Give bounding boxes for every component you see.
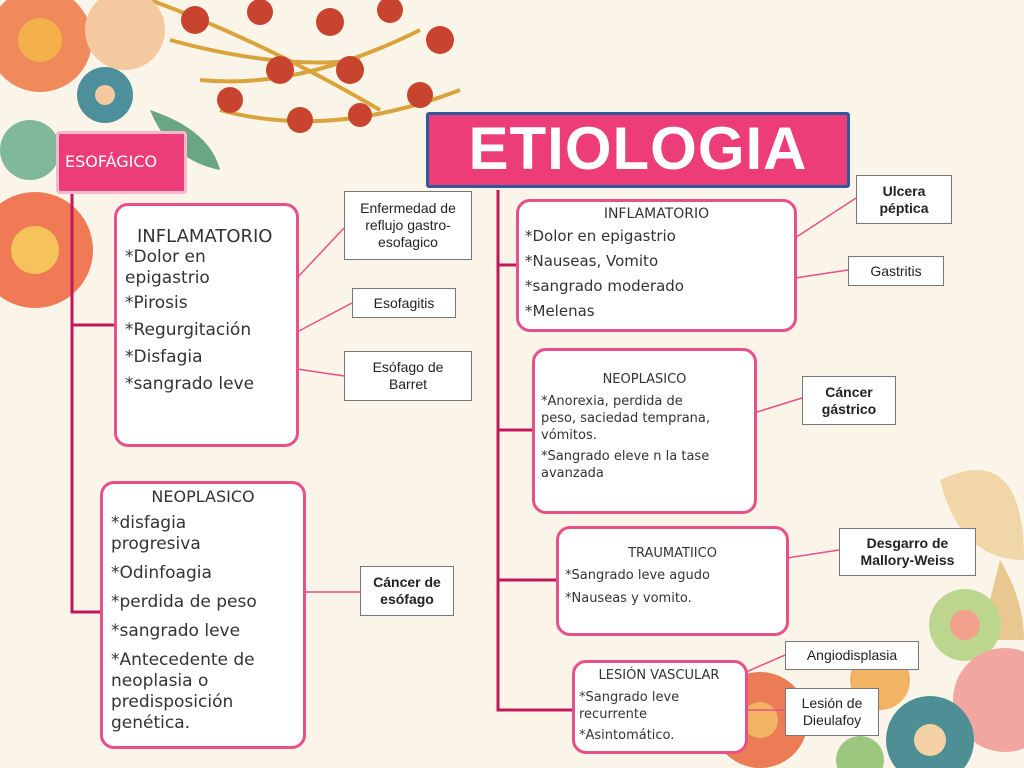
label-line: péptica xyxy=(879,199,929,216)
category-esofagico-label: ESOFÁGICO xyxy=(65,152,158,171)
card-item: *Disfagia xyxy=(125,347,203,367)
label-line: Ulcera xyxy=(882,182,926,199)
page-title: ETIOLOGIA xyxy=(468,115,808,182)
label-cancer-gastrico: Cáncer gástrico xyxy=(802,376,896,425)
label-line: Lesión de xyxy=(801,695,863,711)
card-item: *Dolor en xyxy=(125,247,206,267)
right-neoplasico-card: NEOPLASICO *Anorexia, perdida de peso, s… xyxy=(532,348,757,514)
label-line: esófago xyxy=(380,591,434,607)
card-item: *perdida de peso xyxy=(111,592,257,612)
card-item: *Dolor en epigastrio xyxy=(525,227,676,245)
right-vascular-card: LESIÓN VASCULAR *Sangrado leve recurrent… xyxy=(572,660,748,754)
right-inflamatorio-card: INFLAMATORIO *Dolor en epigastrio *Nause… xyxy=(516,199,797,332)
label-cancer-esofago: Cáncer de esófago xyxy=(360,566,454,616)
card-item: avanzada xyxy=(541,466,604,481)
label-line: Angiodisplasia xyxy=(806,647,898,663)
label-angiodisplasia: Angiodisplasia xyxy=(785,641,919,670)
card-item: *Sangrado leve xyxy=(579,690,680,705)
left-inflamatorio-card: INFLAMATORIO *Dolor en epigastrio *Piros… xyxy=(114,203,299,447)
card-item: vómitos. xyxy=(541,428,597,443)
card-heading: LESIÓN VASCULAR xyxy=(598,668,720,683)
label-line: Barret xyxy=(388,376,428,392)
label-line: Cáncer de xyxy=(373,574,441,590)
label-gastritis: Gastritis xyxy=(848,256,944,286)
card-heading: NEOPLASICO xyxy=(151,487,255,506)
label-line: gástrico xyxy=(821,400,877,417)
card-item: *sangrado leve xyxy=(111,621,241,641)
card-heading: INFLAMATORIO xyxy=(603,206,710,222)
card-heading: NEOPLASICO xyxy=(602,372,687,387)
label-line: Esófago de xyxy=(372,359,444,375)
card-item: *Melenas xyxy=(525,302,595,320)
label-line: esofagico xyxy=(378,234,438,250)
card-item: *Nauseas, Vomito xyxy=(525,252,659,270)
card-item: peso, saciedad temprana, xyxy=(541,411,710,426)
label-mallory-weiss: Desgarro de Mallory-Weiss xyxy=(839,528,976,576)
left-neoplasico-card: NEOPLASICO *disfagia progresiva *Odinfoa… xyxy=(100,481,306,749)
label-ulcera: Ulcera péptica xyxy=(856,175,952,224)
right-traumatico-card: TRAUMATIICO *Sangrado leve agudo *Nausea… xyxy=(556,526,789,636)
label-erge: Enfermedad de reflujo gastro- esofagico xyxy=(344,191,472,260)
category-esofagico: ESOFÁGICO xyxy=(56,131,187,194)
card-item: *Sangrado eleve n la tase xyxy=(541,449,710,464)
label-line: Enfermedad de xyxy=(360,200,456,216)
card-item: neoplasia o xyxy=(111,671,209,691)
card-item: *Asintomático. xyxy=(579,728,675,743)
card-heading: TRAUMATIICO xyxy=(628,546,717,561)
card-item: *Anorexia, perdida de xyxy=(541,394,683,409)
card-item: *sangrado moderado xyxy=(525,277,684,295)
card-item: *Pirosis xyxy=(125,293,188,313)
label-line: Mallory-Weiss xyxy=(860,552,955,568)
card-item: *Sangrado leve agudo xyxy=(565,568,710,583)
title-box: ETIOLOGIA xyxy=(426,112,850,188)
card-item: *disfagia xyxy=(111,513,187,533)
label-line: Cáncer xyxy=(825,383,873,400)
card-item: *Nauseas y vomito. xyxy=(565,591,692,606)
card-item: recurrente xyxy=(579,707,647,722)
card-item: *sangrado leve xyxy=(125,374,255,394)
label-line: Desgarro de xyxy=(866,535,949,551)
label-line: reflujo gastro- xyxy=(365,217,451,233)
label-barret: Esófago de Barret xyxy=(344,351,472,401)
label-esofagitis: Esofagitis xyxy=(352,288,456,318)
card-item: epigastrio xyxy=(125,268,210,288)
card-item: genética. xyxy=(111,713,191,733)
card-item: *Regurgitación xyxy=(125,320,252,340)
label-dieulafoy: Lesión de Dieulafoy xyxy=(785,688,879,736)
card-item: *Antecedente de xyxy=(111,650,255,670)
label-line: Dieulafoy xyxy=(802,712,862,728)
card-heading: INFLAMATORIO xyxy=(137,226,273,247)
card-item: predisposición xyxy=(111,692,234,712)
card-item: *Odinfoagia xyxy=(111,563,212,583)
card-item: progresiva xyxy=(111,534,201,554)
label-line: Esofagitis xyxy=(373,294,435,311)
label-line: Gastritis xyxy=(870,262,922,279)
